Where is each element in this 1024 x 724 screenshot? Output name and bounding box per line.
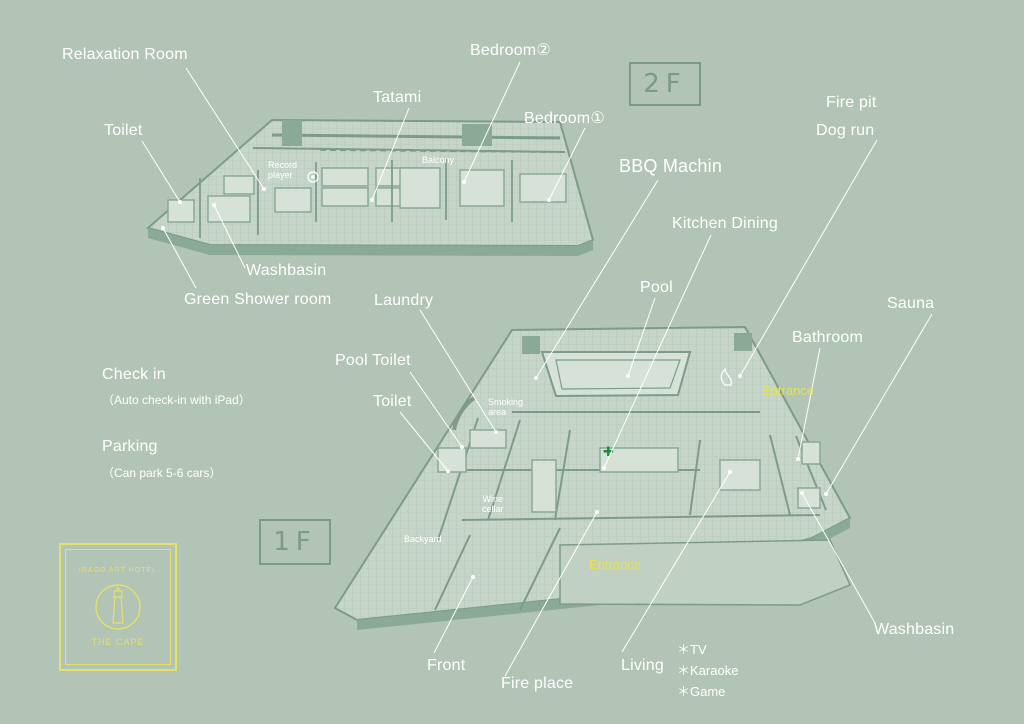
label-relaxation-room: Relaxation Room	[62, 46, 188, 63]
label-dog-run: Dog run	[816, 122, 875, 139]
lighthouse-icon	[95, 584, 141, 630]
label-bedroom-1: Bedroom①	[524, 110, 605, 127]
living-feature-tv: ＊TV	[677, 642, 707, 657]
label-pool-toilet: Pool Toilet	[335, 352, 411, 369]
label-entrance-front: Entrance	[589, 557, 642, 572]
parking-title: Parking	[102, 438, 158, 455]
checkin-note: （Auto check-in with iPad）	[102, 393, 251, 407]
label-balcony: Balcony	[422, 155, 455, 165]
label-bedroom-2: Bedroom②	[470, 42, 551, 59]
label-tatami: Tatami	[373, 89, 422, 106]
label-2f-washbasin: Washbasin	[246, 262, 327, 279]
label-green-shower-room: Green Shower room	[184, 291, 332, 308]
label-bathroom: Bathroom	[792, 329, 863, 346]
logo-top-text: IRAGO ART HOTEL	[78, 567, 158, 574]
label-record-player: Record player	[268, 160, 298, 180]
label-fire-pit: Fire pit	[826, 94, 877, 111]
label-1f-washbasin: Washbasin	[874, 621, 955, 638]
label-entrance-right: Entrance	[762, 383, 815, 398]
label-wine-cellar: Wine cellar	[482, 494, 504, 514]
checkin-title: Check in	[102, 366, 166, 383]
parking-note: （Can park 5-6 cars）	[102, 466, 222, 480]
floor-tag-2f: 2F	[629, 62, 701, 106]
floor-tag-1f: 1F	[259, 519, 331, 565]
label-bbq-machine: BBQ Machin	[619, 156, 723, 176]
hotel-logo: IRAGO ART HOTEL THE CAPE	[59, 543, 177, 671]
leader-lines	[141, 61, 933, 677]
label-kitchen-dining: Kitchen Dining	[672, 215, 778, 232]
living-feature-game: ＊Game	[677, 684, 726, 699]
label-smoking-area: Smoking area	[488, 397, 524, 417]
label-sauna: Sauna	[887, 295, 935, 312]
label-1f-toilet: Toilet	[373, 393, 412, 410]
label-laundry: Laundry	[374, 292, 434, 309]
logo-bottom-text: THE CAPE	[91, 637, 145, 647]
label-2f-toilet: Toilet	[104, 122, 143, 139]
label-backyard: Backyard	[404, 534, 442, 544]
first-floor-plan: ✚	[333, 325, 852, 630]
label-fire-place: Fire place	[501, 675, 574, 692]
label-front: Front	[427, 657, 466, 674]
label-pool: Pool	[640, 279, 673, 296]
label-living: Living	[621, 657, 665, 674]
svg-text:✚: ✚	[603, 445, 614, 460]
second-floor-plan	[145, 118, 595, 256]
living-feature-karaoke: ＊Karaoke	[677, 663, 739, 678]
